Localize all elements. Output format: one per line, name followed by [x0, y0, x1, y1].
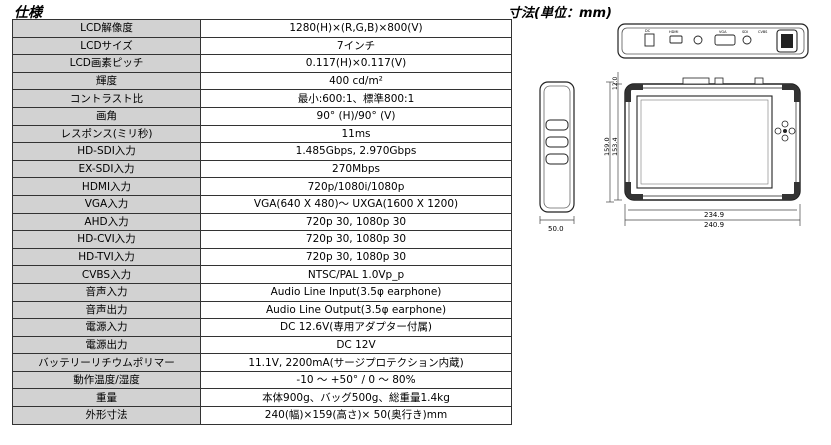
dim-depth: 50.0: [548, 225, 564, 233]
spec-value: Audio Line Input(3.5φ earphone): [200, 282, 512, 302]
spec-label: 動作温度/湿度: [12, 370, 201, 390]
spec-value: 11ms: [200, 124, 512, 144]
port-label-cvbs: CVBS: [758, 30, 768, 34]
spec-row: レスポンス(ミリ秒)11ms: [12, 124, 512, 144]
spec-label: 輝度: [12, 71, 201, 91]
spec-label: VGA入力: [12, 194, 201, 214]
dimension-drawing: DC HDMI VGA SDI CVBS 50.0: [539, 23, 809, 233]
spec-value: 本体900g、バッグ500g、総重量1.4kg: [200, 388, 512, 408]
front-dimension-lines: 159.0 153.4 12.0 234.9 240.9: [603, 72, 801, 229]
dimensions-heading: 寸法(単位：mm): [508, 6, 612, 21]
spec-value: 720p 30, 1080p 30: [200, 247, 512, 267]
spec-label: コントラスト比: [12, 89, 201, 108]
spec-heading: 仕様: [14, 5, 42, 21]
spec-label: LCDサイズ: [12, 36, 201, 56]
port-label-hdmi: HDMI: [669, 30, 678, 34]
spec-label: 画角: [12, 106, 201, 126]
dim-top-offset: 12.0: [612, 76, 619, 90]
spec-row: コントラスト比最小:600:1、標準800:1: [12, 89, 512, 108]
spec-row: 動作温度/湿度-10 ～ +50° / 0 ～ 80%: [12, 370, 512, 390]
device-top-view: DC HDMI VGA SDI CVBS: [617, 23, 809, 59]
port-label-vga: VGA: [719, 30, 727, 34]
spec-label: AHD入力: [12, 212, 201, 232]
dim-width-inner: 234.9: [704, 211, 724, 219]
port-label-sdi: SDI: [742, 30, 748, 34]
spec-value: NTSC/PAL 1.0Vp_p: [200, 265, 512, 284]
dim-width-outer: 240.9: [704, 221, 724, 229]
spec-value: 1.485Gbps, 2.970Gbps: [200, 142, 512, 161]
spec-label: 重量: [12, 388, 201, 408]
spec-value: 720p 30, 1080p 30: [200, 230, 512, 249]
port-label-dc: DC: [645, 29, 651, 33]
spec-value: 720p 30, 1080p 30: [200, 212, 512, 232]
spec-label: HDMI入力: [12, 177, 201, 196]
spec-value: 11.1V, 2200mA(サージプロテクション内蔵): [200, 353, 512, 372]
spec-value: 400 cd/m²: [200, 71, 512, 91]
spec-value: 240(幅)×159(高さ)× 50(奥行き)mm: [200, 406, 512, 425]
spec-value: 7インチ: [200, 36, 512, 56]
spec-row: 重量本体900g、バッグ500g、総重量1.4kg: [12, 388, 512, 408]
spec-value: DC 12.6V(専用アダプター付属): [200, 318, 512, 337]
spec-label: 音声出力: [12, 300, 201, 320]
spec-value: -10 ～ +50° / 0 ～ 80%: [200, 370, 512, 390]
spec-label: LCD画素ピッチ: [12, 54, 201, 73]
spec-value: 最小:600:1、標準800:1: [200, 89, 512, 108]
spec-label: 電源出力: [12, 335, 201, 355]
spec-label: CVBS入力: [12, 265, 201, 284]
spec-value: 270Mbps: [200, 159, 512, 179]
spec-value: VGA(640 X 480)～ UXGA(1600 X 1200): [200, 194, 512, 214]
spec-label: LCD解像度: [12, 19, 201, 38]
dim-height-inner: 153.4: [611, 137, 619, 156]
spec-label: 電源入力: [12, 318, 201, 337]
spec-label: HD-TVI入力: [12, 247, 201, 267]
spec-value: Audio Line Output(3.5φ earphone): [200, 300, 512, 320]
spec-label: EX-SDI入力: [12, 159, 201, 179]
spec-label: 外形寸法: [12, 406, 201, 425]
spec-value: 90° (H)/90° (V): [200, 106, 512, 126]
device-side-view: 50.0: [539, 81, 575, 233]
spec-value: 1280(H)×(R,G,B)×800(V): [200, 19, 512, 38]
spec-value: 720p/1080i/1080p: [200, 177, 512, 196]
spec-value: 0.117(H)×0.117(V): [200, 54, 512, 73]
device-front-view: [624, 77, 801, 201]
spec-label: 音声入力: [12, 282, 201, 302]
spec-value: DC 12V: [200, 335, 512, 355]
spec-label: HD-CVI入力: [12, 230, 201, 249]
dim-height-outer: 159.0: [603, 137, 611, 156]
spec-label: バッテリーリチウムポリマー: [12, 353, 201, 372]
spec-label: HD-SDI入力: [12, 142, 201, 161]
spec-label: レスポンス(ミリ秒): [12, 124, 201, 144]
